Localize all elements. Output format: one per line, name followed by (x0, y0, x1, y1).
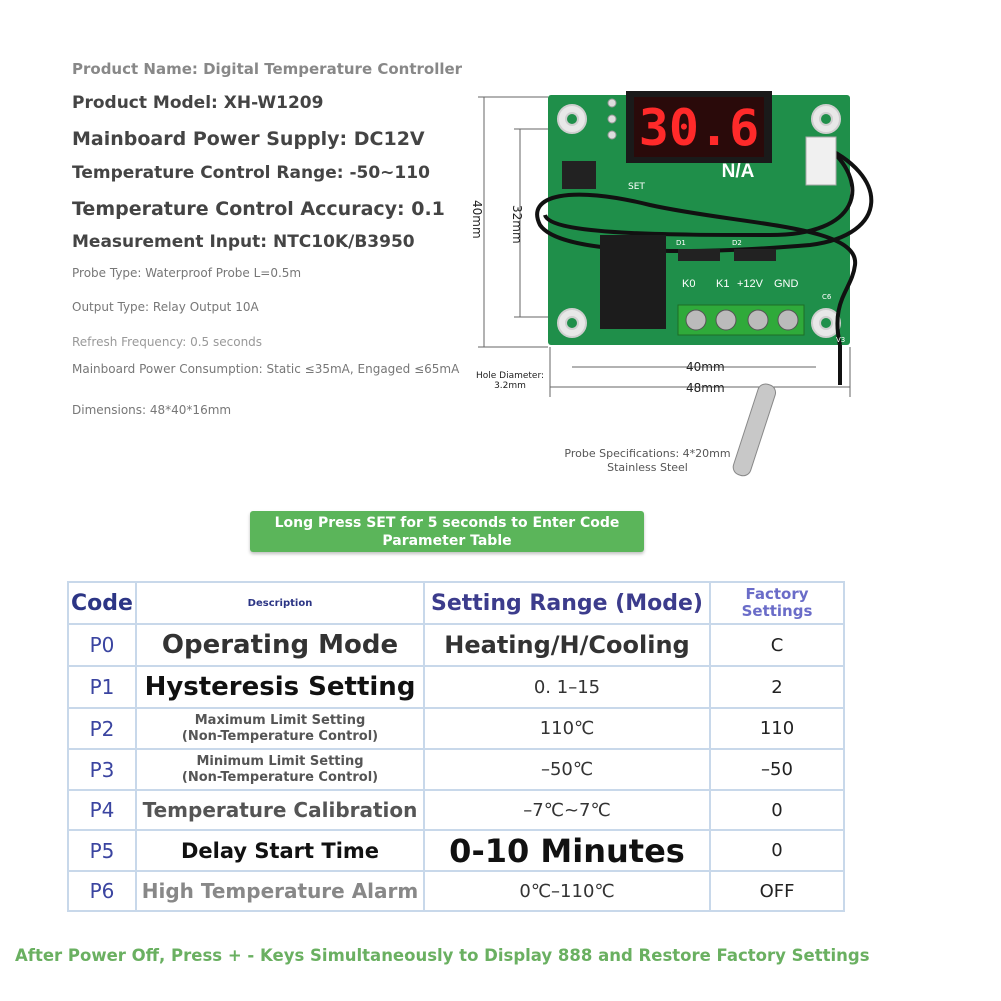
diode-d2 (734, 249, 776, 261)
dimensions: Dimensions: 48*40*16mm (72, 403, 232, 417)
terminal-label-gnd: GND (774, 278, 799, 290)
board-buttons (607, 98, 617, 140)
v3-label: V3 (836, 336, 845, 344)
measurement-input: Measurement Input: NTC10K/B3950 (72, 232, 415, 252)
row-factory: 0 (709, 829, 845, 872)
row-factory: 2 (709, 665, 845, 709)
header-range: Setting Range (Mode) (423, 581, 711, 625)
ic-chip (562, 161, 596, 189)
table-row: P3 Minimum Limit Setting (Non-Temperatur… (67, 748, 845, 791)
dim-40mm-horizontal: 40mm (686, 360, 725, 374)
set-label: SET (628, 182, 645, 192)
table-row: P1 Hysteresis Setting 0. 1–15 2 (67, 665, 845, 709)
table-row: P6 High Temperature Alarm 0℃–110℃ OFF (67, 870, 845, 912)
row-range: 0-10 Minutes (423, 829, 711, 872)
parameter-table: Code Description Setting Range (Mode) Fa… (67, 581, 845, 912)
row-code: P1 (67, 665, 137, 709)
table-row: P2 Maximum Limit Setting (Non-Temperatur… (67, 707, 845, 750)
row-factory: 110 (709, 707, 845, 750)
row-code: P4 (67, 789, 137, 831)
table-row: P0 Operating Mode Heating/H/Cooling C (67, 623, 845, 667)
terminal-label-k1: K1 (716, 278, 729, 290)
row-description: Operating Mode (135, 623, 425, 667)
led-display-digits: 30.6 (639, 99, 759, 157)
row-code: P3 (67, 748, 137, 791)
power-supply: Mainboard Power Supply: DC12V (72, 128, 425, 150)
na-label: N/A (722, 161, 755, 182)
hole-diameter-label: Hole Diameter: 3.2mm (475, 371, 545, 391)
row-code: P0 (67, 623, 137, 667)
row-range: 0℃–110℃ (423, 870, 711, 912)
refresh-frequency: Refresh Frequency: 0.5 seconds (72, 335, 263, 349)
terminal-label-12v: +12V (737, 278, 764, 290)
table-row: P5 Delay Start Time 0-10 Minutes 0 (67, 829, 845, 872)
row-factory: C (709, 623, 845, 667)
product-name: Product Name: Digital Temperature Contro… (72, 60, 463, 78)
row-range: –50℃ (423, 748, 711, 791)
header-factory: Factory Settings (709, 581, 845, 625)
row-range: –7℃~7℃ (423, 789, 711, 831)
output-type: Output Type: Relay Output 10A (72, 300, 259, 314)
header-code: Code (67, 581, 137, 625)
probe-cable (535, 143, 874, 346)
row-description-text: Maximum Limit Setting (Non-Temperature C… (181, 712, 379, 744)
power-consumption: Mainboard Power Consumption: Static ≤35m… (72, 362, 460, 376)
table-row: P4 Temperature Calibration –7℃~7℃ 0 (67, 789, 845, 831)
temperature-accuracy: Temperature Control Accuracy: 0.1 (72, 198, 445, 220)
row-range: Heating/H/Cooling (423, 623, 711, 667)
row-factory: OFF (709, 870, 845, 912)
c6-label: C6 (822, 293, 832, 301)
dim-32mm-vertical: 32mm (510, 205, 524, 244)
row-factory: 0 (709, 789, 845, 831)
row-factory: –50 (709, 748, 845, 791)
sensor-connector (805, 136, 837, 186)
probe-spec-label: Probe Specifications: 4*20mm Stainless S… (564, 447, 731, 474)
probe-tip (732, 383, 777, 477)
product-model: Product Model: XH-W1209 (72, 93, 324, 113)
probe-type: Probe Type: Waterproof Probe L=0.5m (72, 266, 302, 280)
row-range: 110℃ (423, 707, 711, 750)
table-header-row: Code Description Setting Range (Mode) Fa… (67, 581, 845, 625)
terminal-label-k0: K0 (682, 278, 695, 290)
controller-board-illustration: 30.6 N/A SET D1 D2 K0 K1 +12V GND C6 V3 (478, 91, 874, 477)
row-code: P6 (67, 870, 137, 912)
header-description: Description (135, 581, 425, 625)
footer-note: After Power Off, Press + - Keys Simultan… (15, 946, 870, 965)
banner-text: Long Press SET for 5 seconds to Enter Co… (274, 514, 620, 549)
dim-40mm-vertical: 40mm (470, 200, 484, 239)
diode-d1 (678, 249, 720, 261)
row-description: Delay Start Time (135, 829, 425, 872)
instruction-banner: Long Press SET for 5 seconds to Enter Co… (250, 511, 644, 552)
dim-48mm-horizontal: 48mm (686, 381, 725, 395)
row-code: P2 (67, 707, 137, 750)
row-description: Temperature Calibration (135, 789, 425, 831)
d2-label: D2 (732, 239, 742, 247)
header-factory-text: Factory Settings (741, 585, 813, 620)
row-description: High Temperature Alarm (135, 870, 425, 912)
mounting-holes (557, 104, 841, 338)
row-description-text: Minimum Limit Setting (Non-Temperature C… (181, 753, 379, 785)
row-code: P5 (67, 829, 137, 872)
led-display (634, 97, 764, 157)
d1-label: D1 (676, 239, 686, 247)
row-description: Minimum Limit Setting (Non-Temperature C… (135, 748, 425, 791)
row-description: Maximum Limit Setting (Non-Temperature C… (135, 707, 425, 750)
relay (600, 235, 666, 329)
temperature-range: Temperature Control Range: -50~110 (72, 163, 430, 183)
row-description: Hysteresis Setting (135, 665, 425, 709)
row-range: 0. 1–15 (423, 665, 711, 709)
